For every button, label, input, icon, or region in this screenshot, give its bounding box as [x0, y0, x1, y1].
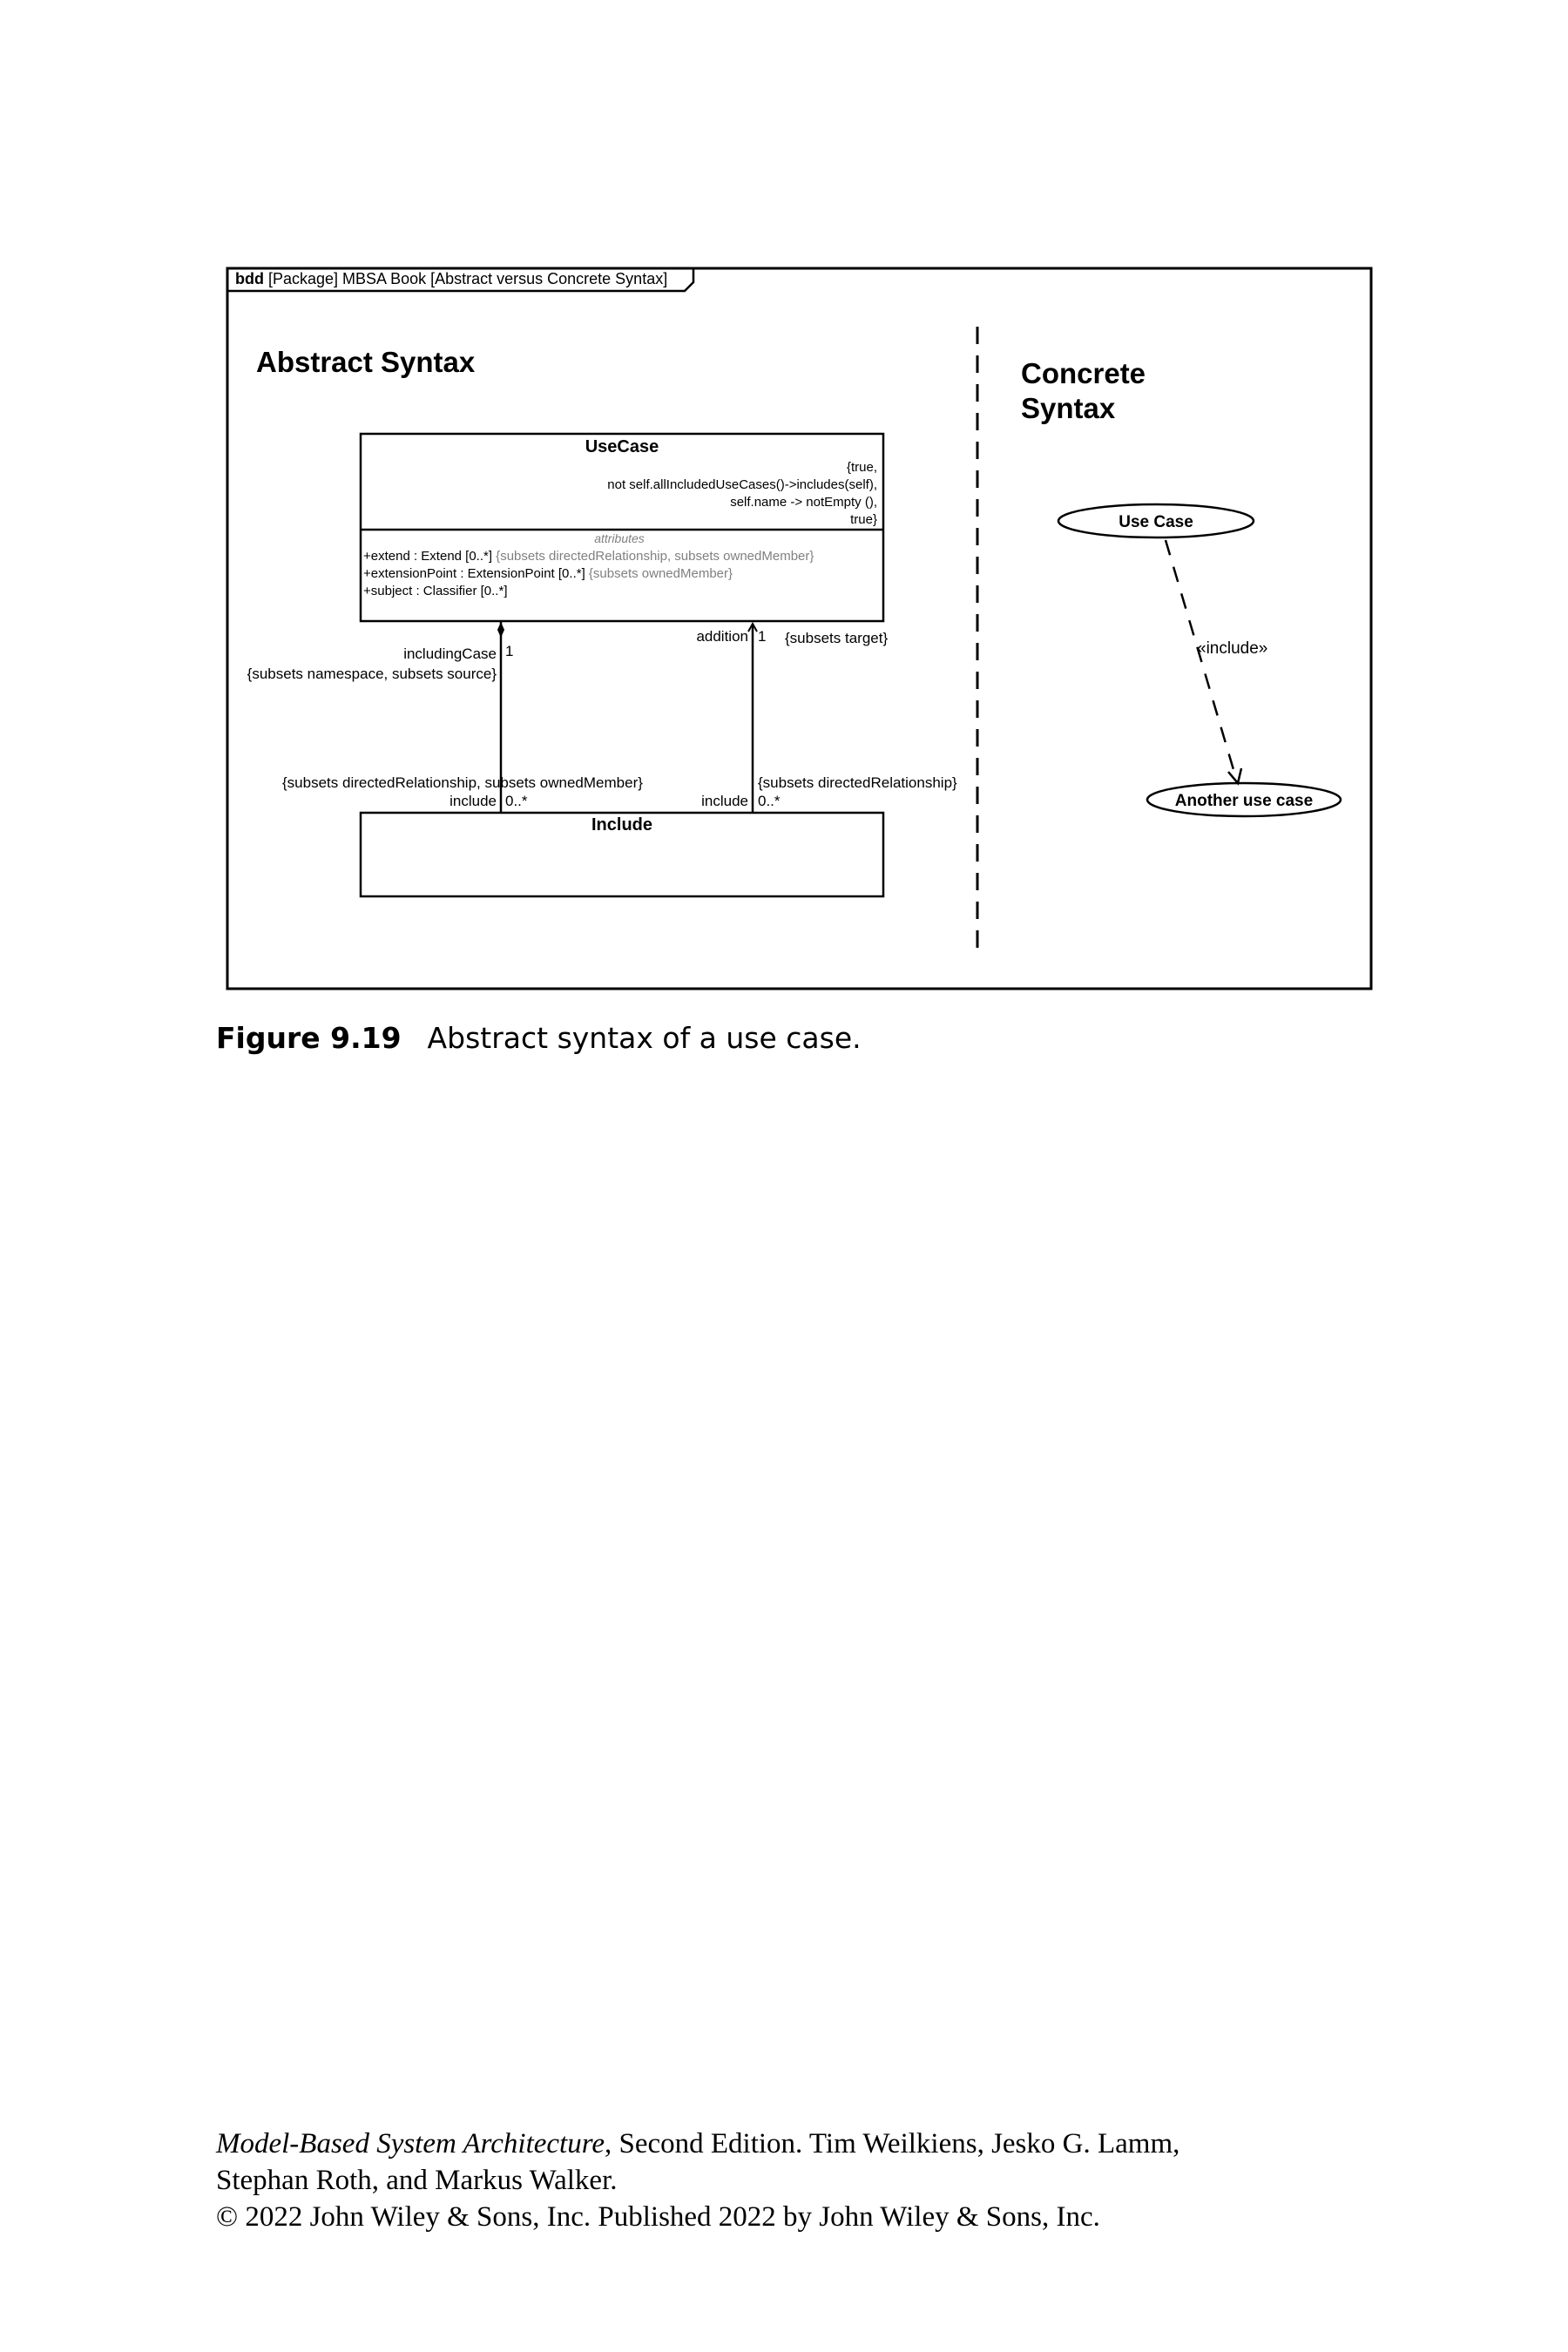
diagram-frame	[226, 267, 1373, 990]
left-subsets-top: {subsets namespace, subsets source}	[247, 666, 497, 682]
left-mult-top: 1	[505, 643, 513, 659]
constraint-line-4: true}	[850, 512, 877, 527]
figure-number: Figure 9.19	[216, 1021, 402, 1055]
right-mult-top: 1	[758, 628, 766, 645]
constraint-line-1: {true,	[847, 460, 877, 475]
usecase-ellipse-1	[1057, 503, 1255, 539]
attributes-label: attributes	[594, 531, 645, 545]
left-role-bottom: include	[449, 793, 497, 809]
usecase-ellipse-2	[1146, 781, 1342, 818]
navigable-end-arrow	[747, 621, 758, 632]
book-title: Model-Based System Architecture	[216, 2128, 605, 2159]
figure-caption: Figure 9.19 Abstract syntax of a use case…	[216, 1021, 862, 1055]
footer-line-2: Stephan Roth, and Markus Walker.	[216, 2165, 618, 2196]
abstract-heading: Abstract Syntax	[256, 346, 476, 378]
right-role-top: addition	[696, 628, 748, 645]
include-dependency-arrowhead	[1227, 767, 1243, 786]
footer-line-3: © 2022 John Wiley & Sons, Inc. Published…	[216, 2201, 1100, 2233]
constraint-line-3: self.name -> notEmpty (),	[730, 495, 877, 510]
right-mult-bottom: 0..*	[758, 793, 781, 809]
right-subsets-bottom: {subsets directedRelationship}	[758, 774, 957, 791]
usecase-block-name: UseCase	[585, 437, 659, 456]
copyright-footer: Model-Based System Architecture, Second …	[216, 2126, 1179, 2235]
footer-line-1-rest: , Second Edition. Tim Weilkiens, Jesko G…	[604, 2128, 1180, 2159]
include-block-name: Include	[591, 815, 652, 835]
owned-end-diamond	[497, 622, 504, 638]
figure-caption-text: Abstract syntax of a use case.	[427, 1021, 862, 1055]
attribute-extension-point: +extensionPoint : ExtensionPoint [0..*] …	[363, 566, 733, 581]
frame-header-tab	[227, 268, 695, 293]
right-subsets-top: {subsets target}	[785, 630, 888, 646]
attribute-extend: +extend : Extend [0..*] {subsets directe…	[363, 549, 814, 564]
include-block	[359, 811, 885, 898]
bdd-diagram: bdd [Package] MBSA Book [Abstract versus…	[226, 267, 1373, 990]
footer-line-1: Model-Based System Architecture, Second …	[216, 2126, 1179, 2162]
include-stereotype: «include»	[1197, 639, 1267, 658]
attribute-subject: +subject : Classifier [0..*]	[363, 584, 507, 598]
left-role-top: includingCase	[403, 645, 497, 662]
usecase-block	[359, 432, 885, 623]
constraint-line-2: not self.allIncludedUseCases()->includes…	[607, 477, 877, 492]
frame-header: bdd [Package] MBSA Book [Abstract versus…	[235, 270, 667, 287]
right-role-bottom: include	[701, 793, 748, 809]
usecase-1-label: Use Case	[1119, 513, 1193, 531]
frame-kind: bdd	[235, 270, 264, 287]
usecase-2-label: Another use case	[1175, 792, 1313, 810]
left-subsets-bottom: {subsets directedRelationship, subsets o…	[282, 774, 643, 791]
left-mult-bottom: 0..*	[505, 793, 528, 809]
frame-title: [Package] MBSA Book [Abstract versus Con…	[264, 270, 667, 287]
include-dependency-line	[1164, 539, 1239, 782]
